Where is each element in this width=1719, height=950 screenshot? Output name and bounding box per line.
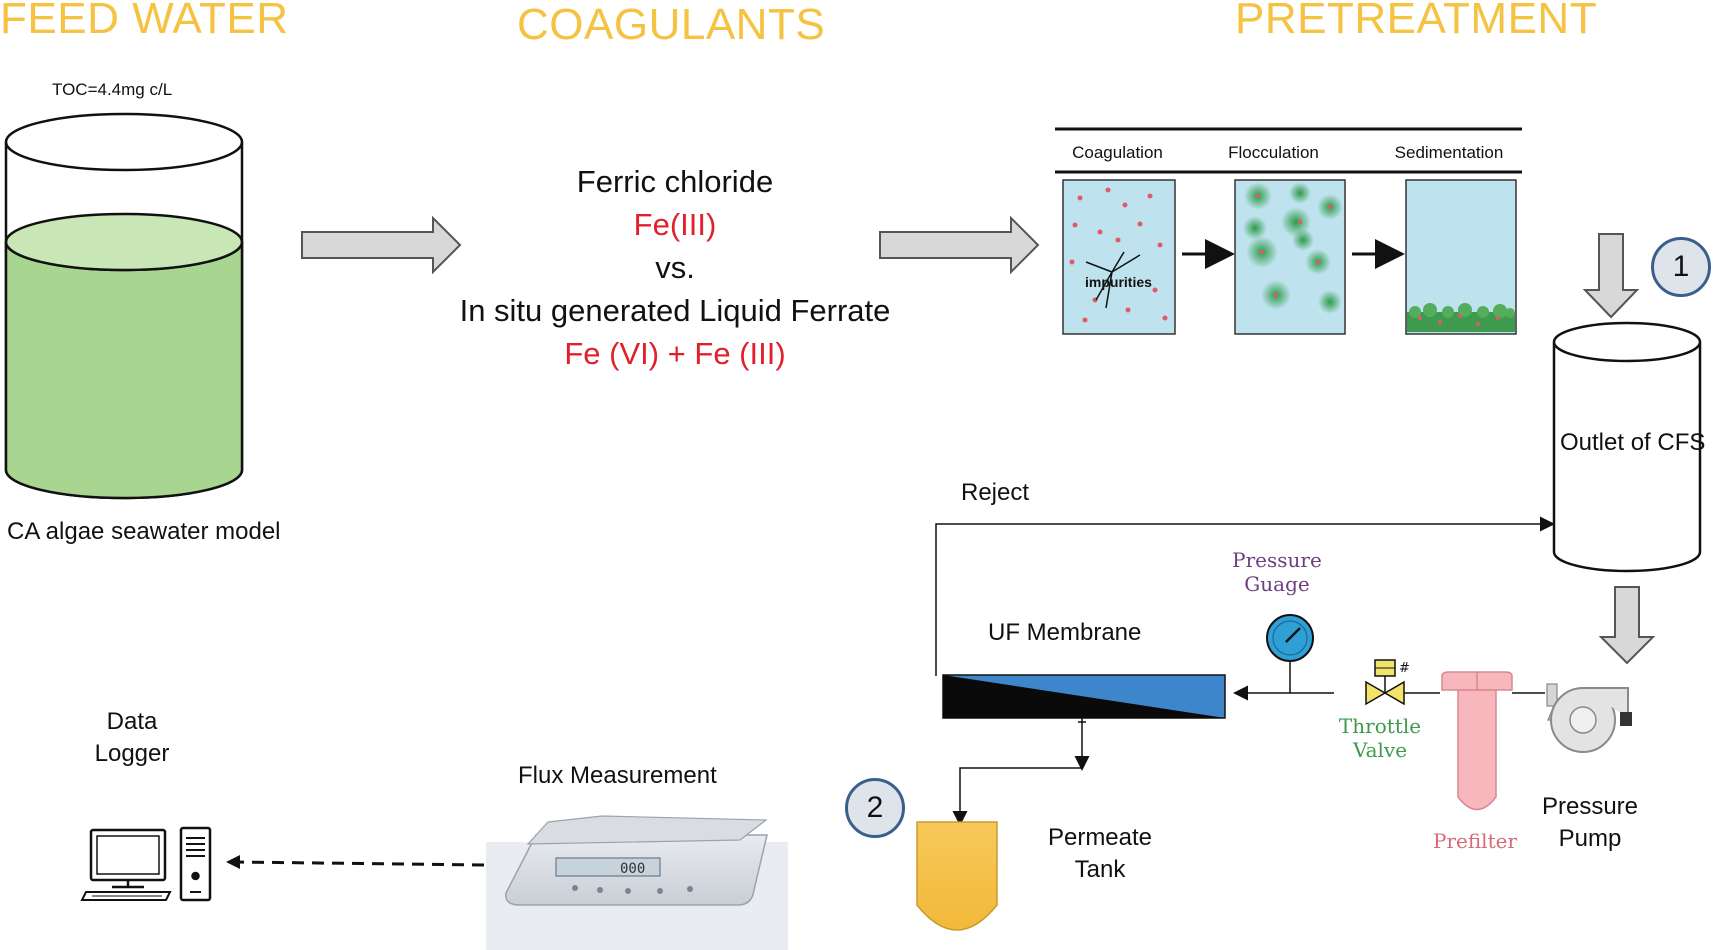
outlet-cfs-label: Outlet of CFS [1560, 429, 1706, 456]
toc-label: TOC=4.4mg c/L [52, 80, 173, 99]
permeate-line [952, 718, 1090, 826]
stage-sedimentation: Sedimentation [1394, 143, 1504, 162]
coagulants-text: Ferric chloride Fe(III) vs. In situ gene… [440, 160, 910, 375]
permeate-tank-label: Permeate Tank [1047, 824, 1153, 883]
prefilter-label: Prefilter [1432, 829, 1518, 853]
fe3-label: Fe(III) [633, 207, 717, 242]
arrow-down-1 [1582, 233, 1640, 319]
pretreatment-header: PRETREATMENT [1235, 0, 1598, 43]
pressure-pump-label: Pressure Pump [1541, 793, 1639, 852]
outlet-cfs-tank [1552, 321, 1702, 573]
data-arrow [235, 860, 485, 867]
pressure-gauge-icon [1266, 614, 1314, 662]
reject-line [935, 516, 1555, 676]
arrow-feed-to-coagulants [301, 215, 462, 275]
ferric-chloride-label: Ferric chloride [576, 164, 774, 199]
arrow-down-2 [1598, 586, 1656, 665]
impurities-label: impurities [1085, 274, 1152, 290]
liquid-ferrate-label: In situ generated Liquid Ferrate [459, 293, 891, 328]
stage-flocculation: Flocculation [1228, 143, 1319, 162]
step-1-badge: 1 [1651, 237, 1711, 297]
fe6-fe3-label: Fe (VI) + Fe (III) [564, 336, 786, 371]
prefilter-icon [1441, 671, 1513, 811]
throttle-valve-label: Throttle Valve [1338, 714, 1422, 762]
feed-water-header: FEED WATER [0, 0, 289, 43]
svg-text:#: # [1399, 661, 1410, 676]
data-logger-label: Data Logger [94, 708, 170, 767]
flux-scale-image: 000 [486, 815, 788, 950]
data-arrow-head [226, 855, 240, 869]
step-2-badge: 2 [845, 778, 905, 838]
reject-label: Reject [961, 479, 1030, 506]
feed-water-tank [4, 112, 244, 500]
versus-label: vs. [655, 250, 695, 285]
pressure-pump-icon [1546, 683, 1632, 753]
pretreatment-panel [1055, 127, 1522, 335]
pressure-gauge-label: Pressure Guage [1232, 548, 1322, 596]
uf-membrane-label: UF Membrane [988, 619, 1142, 646]
throttle-valve-icon: # [1365, 659, 1410, 706]
coagulants-header: COAGULANTS [517, 0, 826, 49]
flux-measurement-label: Flux Measurement [518, 762, 717, 789]
scale-display: 000 [620, 861, 645, 877]
computer-icon [80, 826, 212, 902]
arrow-coagulants-to-pretreatment [879, 215, 1040, 275]
stage-coagulation: Coagulation [1072, 143, 1163, 162]
permeate-tank-icon [916, 821, 998, 931]
uf-membrane [942, 674, 1226, 719]
coagulation-tank [1062, 179, 1176, 335]
seawater-model-label: CA algae seawater model [7, 518, 281, 545]
